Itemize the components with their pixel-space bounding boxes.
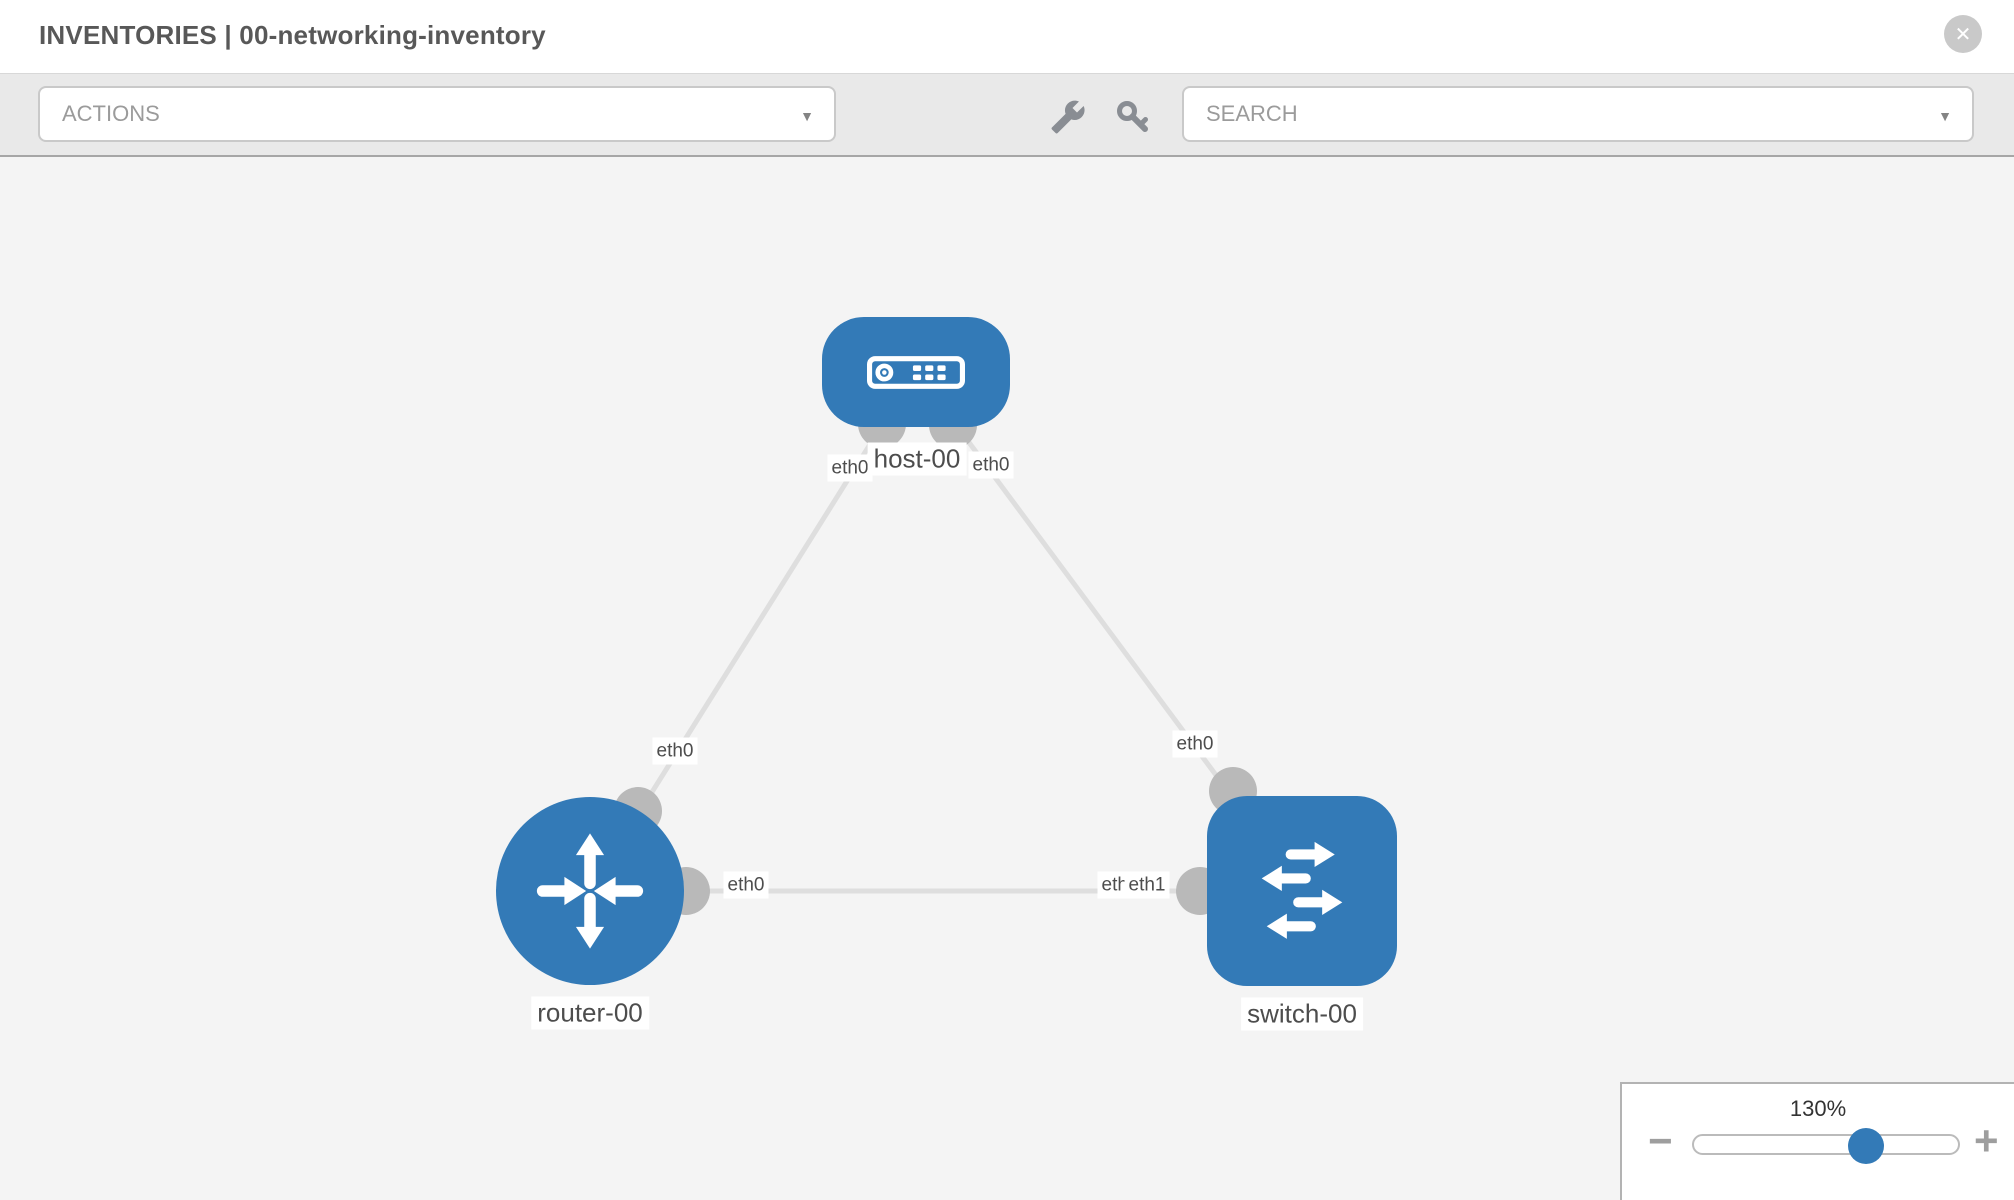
node-switch-00[interactable] [1207, 796, 1397, 986]
topology-links-layer [587, 369, 1305, 915]
node-router-00[interactable] [496, 797, 684, 985]
node-label-switch-00: switch-00 [1241, 997, 1363, 1031]
node-host-00[interactable] [822, 317, 1010, 427]
zoom-in-button[interactable]: + [1974, 1117, 1999, 1164]
interface-label-router-eth0-up: eth0 [652, 737, 698, 765]
interface-label-host-eth0-right: eth0 [968, 451, 1014, 479]
node-label-host-00: host-00 [867, 442, 967, 476]
chevron-down-icon: ▼ [800, 108, 814, 124]
actions-dropdown[interactable]: ACTIONS ▼ [38, 86, 836, 142]
actions-dropdown-label: ACTIONS [62, 101, 160, 126]
search-dropdown[interactable]: SEARCH ▼ [1182, 86, 1974, 142]
chevron-down-icon: ▼ [1938, 108, 1952, 124]
interface-label-host-eth0-left: eth0 [827, 454, 873, 482]
interface-label-switch-eth0-top: eth0 [1172, 730, 1218, 758]
zoom-level-value: 130% [1789, 1096, 1847, 1121]
toolbar: ACTIONS ▼ SEARCH ▼ [0, 73, 2014, 157]
close-button[interactable]: ✕ [1944, 15, 1982, 53]
host-device-icon [867, 355, 965, 389]
zoom-slider[interactable] [1692, 1128, 1960, 1164]
interface-label-switch-eth1-left: eth1 [1124, 871, 1170, 899]
close-icon: ✕ [1954, 23, 1972, 46]
topology-canvas[interactable]: eth0 eth0 eth0 eth0 eth0 eth0 eth1 host-… [0, 157, 2014, 1200]
zoom-control-panel: 130% − + [1620, 1082, 2014, 1200]
page-title: INVENTORIES | 00-networking-inventory [39, 20, 546, 50]
key-icon[interactable] [1115, 99, 1151, 135]
node-label-router-00: router-00 [531, 996, 649, 1030]
header-bar: INVENTORIES | 00-networking-inventory ✕ [0, 0, 2014, 73]
interface-label-router-eth0-right: eth0 [723, 871, 769, 899]
zoom-slider-knob[interactable] [1848, 1128, 1884, 1164]
router-icon [536, 833, 644, 949]
switch-icon [1261, 841, 1343, 939]
zoom-out-button[interactable]: − [1648, 1117, 1673, 1164]
search-dropdown-label: SEARCH [1206, 101, 1298, 126]
wrench-icon[interactable] [1050, 99, 1086, 135]
